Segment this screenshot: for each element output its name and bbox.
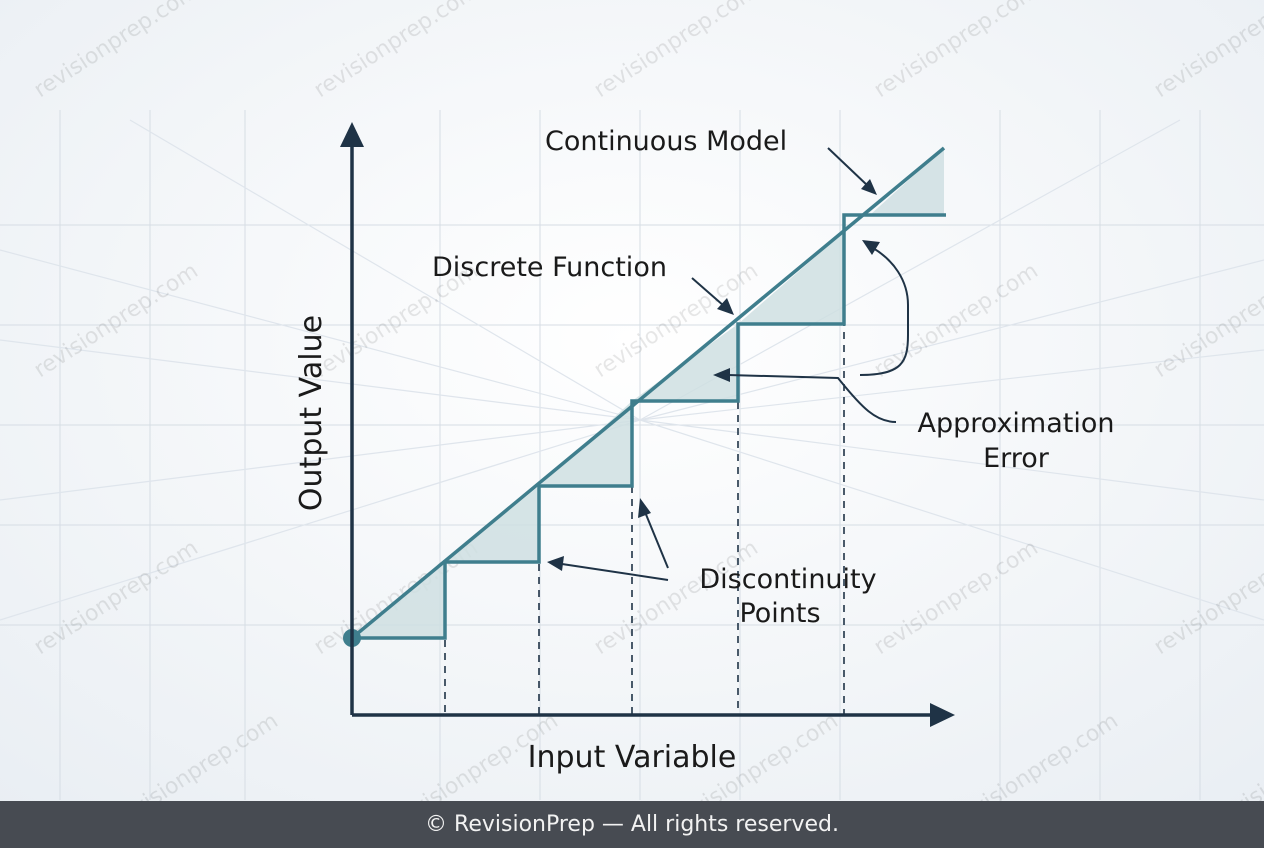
copyright-text: © RevisionPrep — All rights reserved. — [425, 812, 839, 837]
discrete-step-function — [352, 213, 946, 640]
annotation-arrows — [547, 147, 909, 581]
label-approximation-error-line1: Approximation — [918, 408, 1115, 439]
background-rays — [0, 119, 1264, 621]
y-axis-label: Output Value — [294, 315, 329, 511]
continuous-model-line — [350, 146, 946, 640]
discrete-function-arrow — [691, 277, 725, 307]
approximation-error-arrowhead-upper — [862, 240, 880, 255]
discrete-function-arrowhead — [717, 298, 734, 315]
x-axis-label: Input Variable — [528, 740, 737, 775]
discontinuity-arrowhead-left — [547, 556, 564, 571]
approximation-error-connector-upper — [859, 247, 909, 376]
y-axis-arrowhead — [340, 122, 364, 147]
x-axis-arrowhead — [930, 703, 955, 727]
label-discontinuity-line1: Discontinuity — [699, 564, 876, 595]
approximation-error-arrowhead — [713, 368, 730, 382]
diagram-labels: Continuous Model Discrete Function Appro… — [294, 126, 1115, 775]
approximation-error-connector — [727, 374, 897, 423]
label-discrete-function: Discrete Function — [432, 252, 667, 283]
continuous-model-arrow — [827, 147, 869, 187]
footer-bar: © RevisionPrep — All rights reserved. — [0, 801, 1264, 848]
discontinuity-arrow-upper — [644, 511, 669, 569]
label-continuous-model: Continuous Model — [545, 126, 787, 157]
label-approximation-error-line2: Error — [983, 443, 1050, 474]
label-discontinuity-line2: Points — [739, 598, 820, 629]
discontinuity-arrowhead-upper — [638, 498, 651, 518]
continuous-model-arrowhead — [861, 179, 877, 195]
axes — [340, 122, 955, 727]
error-region — [738, 232, 844, 324]
discontinuity-arrow-left — [561, 563, 669, 581]
